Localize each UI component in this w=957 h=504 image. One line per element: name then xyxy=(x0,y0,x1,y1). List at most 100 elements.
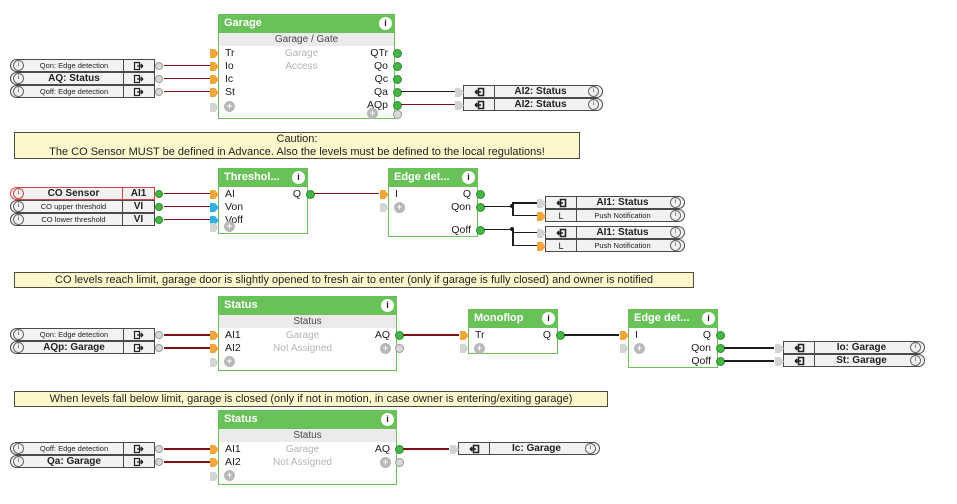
output-connector[interactable] xyxy=(393,49,402,58)
info-icon[interactable]: i xyxy=(13,60,24,71)
input-connector[interactable] xyxy=(210,103,219,112)
comment-co-limit[interactable]: CO levels reach limit, garage door is sl… xyxy=(14,272,694,288)
output-connector[interactable] xyxy=(155,75,163,83)
info-icon[interactable]: i xyxy=(462,171,475,184)
info-icon[interactable]: i xyxy=(13,201,24,212)
output-connector[interactable] xyxy=(393,62,402,71)
info-icon[interactable]: i xyxy=(910,342,921,353)
input-connector[interactable] xyxy=(210,216,219,225)
block-threshold[interactable]: Threshol... i AI Von Voff Q + xyxy=(210,168,315,234)
input-connector[interactable] xyxy=(210,49,219,58)
input-ref-qoff-edge-detection-2[interactable]: i Qoff: Edge detection xyxy=(10,442,163,455)
block-header[interactable]: Edge det... i xyxy=(388,168,478,187)
input-ref-qon-edge-detection[interactable]: i Qon: Edge detection xyxy=(10,59,163,72)
input-connector[interactable] xyxy=(210,62,219,71)
info-icon[interactable]: i xyxy=(381,299,394,312)
input-connector[interactable] xyxy=(620,331,629,340)
info-icon[interactable]: i xyxy=(585,443,596,454)
input-ref-co-lower-threshold[interactable]: i CO lower threshold VI xyxy=(10,213,163,226)
input-connector[interactable] xyxy=(455,101,464,110)
add-output-button[interactable]: + xyxy=(380,343,391,354)
input-ref-co-upper-threshold[interactable]: i CO upper threshold VI xyxy=(10,200,163,213)
comment-co-fall[interactable]: When levels fall below limit, garage is … xyxy=(14,391,608,407)
block-header[interactable]: Monoflop i xyxy=(468,309,558,328)
input-ref-aqp-garage[interactable]: i AQp: Garage xyxy=(10,341,163,354)
info-icon[interactable]: i xyxy=(588,99,599,110)
input-connector[interactable] xyxy=(620,344,629,353)
output-ref-push-notification-1[interactable]: L Push Notification i xyxy=(537,209,685,222)
block-header[interactable]: Status i xyxy=(218,296,397,315)
output-connector[interactable] xyxy=(155,190,163,198)
output-connector[interactable] xyxy=(476,190,485,199)
output-connector[interactable] xyxy=(476,203,485,212)
block-header[interactable]: Threshol... i xyxy=(218,168,308,187)
add-input-button[interactable]: + xyxy=(634,343,645,354)
input-connector[interactable] xyxy=(210,223,219,232)
input-connector[interactable] xyxy=(537,212,546,221)
add-output-button[interactable]: + xyxy=(380,457,391,468)
info-icon[interactable]: i xyxy=(588,86,599,97)
input-connector[interactable] xyxy=(210,445,219,454)
input-connector[interactable] xyxy=(537,242,546,251)
block-header[interactable]: Edge det... i xyxy=(628,309,718,328)
output-connector[interactable] xyxy=(395,458,404,467)
add-input-button[interactable]: + xyxy=(224,221,235,232)
output-connector[interactable] xyxy=(155,88,163,96)
block-status-low[interactable]: Status i Status AI1 AI2 Garage Not Assig… xyxy=(210,410,404,485)
output-ref-ai2-status-2[interactable]: AI2: Status i xyxy=(455,98,603,111)
info-icon[interactable]: i xyxy=(910,355,921,366)
info-icon[interactable]: i xyxy=(379,17,392,30)
info-icon[interactable]: i xyxy=(670,240,681,251)
output-ref-ai1-status-1[interactable]: AI1: Status i xyxy=(537,196,685,209)
input-ref-co-sensor[interactable]: i CO Sensor AI1 xyxy=(10,187,163,200)
output-ref-st-garage[interactable]: St: Garage i xyxy=(775,354,925,367)
info-icon[interactable]: i xyxy=(13,456,24,467)
input-connector[interactable] xyxy=(210,331,219,340)
input-connector[interactable] xyxy=(460,344,469,353)
input-connector[interactable] xyxy=(380,203,389,212)
input-ref-qa-garage[interactable]: i Qa: Garage xyxy=(10,455,163,468)
comment-caution[interactable]: Caution: The CO Sensor MUST be defined i… xyxy=(14,132,580,159)
info-icon[interactable]: i xyxy=(13,329,24,340)
output-connector[interactable] xyxy=(395,445,404,454)
output-connector[interactable] xyxy=(395,331,404,340)
info-icon[interactable]: i xyxy=(13,443,24,454)
output-connector[interactable] xyxy=(395,344,404,353)
info-icon[interactable]: i xyxy=(13,214,24,225)
add-input-button[interactable]: + xyxy=(224,356,235,367)
info-icon[interactable]: i xyxy=(702,312,715,325)
info-icon[interactable]: i xyxy=(670,227,681,238)
input-connector[interactable] xyxy=(210,190,219,199)
output-connector[interactable] xyxy=(155,216,163,224)
output-connector[interactable] xyxy=(155,445,163,453)
output-connector[interactable] xyxy=(155,62,163,70)
info-icon[interactable]: i xyxy=(542,312,555,325)
input-connector[interactable] xyxy=(450,445,459,454)
output-connector[interactable] xyxy=(716,357,725,366)
block-edge-detection-mid[interactable]: Edge det... i I Q Qon Qoff + xyxy=(620,309,725,368)
output-connector[interactable] xyxy=(393,75,402,84)
block-monoflop[interactable]: Monoflop i Tr Q + xyxy=(460,309,565,354)
input-connector[interactable] xyxy=(210,203,219,212)
info-icon[interactable]: i xyxy=(13,342,24,353)
add-input-button[interactable]: + xyxy=(394,202,405,213)
output-connector[interactable] xyxy=(155,458,163,466)
input-connector[interactable] xyxy=(210,344,219,353)
input-connector[interactable] xyxy=(210,472,219,481)
info-icon[interactable]: i xyxy=(292,171,305,184)
input-connector[interactable] xyxy=(210,88,219,97)
output-connector[interactable] xyxy=(393,101,402,110)
block-status-mid[interactable]: Status i Status AI1 AI2 Garage Not Assig… xyxy=(210,296,404,371)
info-icon[interactable]: i xyxy=(13,86,24,97)
input-ref-qon-edge-detection-2[interactable]: i Qon: Edge detection xyxy=(10,328,163,341)
input-connector[interactable] xyxy=(210,458,219,467)
input-connector[interactable] xyxy=(455,88,464,97)
add-input-button[interactable]: + xyxy=(224,101,235,112)
output-connector[interactable] xyxy=(556,331,565,340)
input-connector[interactable] xyxy=(537,229,546,238)
info-icon[interactable]: i xyxy=(670,197,681,208)
output-connector[interactable] xyxy=(393,110,402,119)
info-icon[interactable]: i xyxy=(381,413,394,426)
input-connector[interactable] xyxy=(210,75,219,84)
